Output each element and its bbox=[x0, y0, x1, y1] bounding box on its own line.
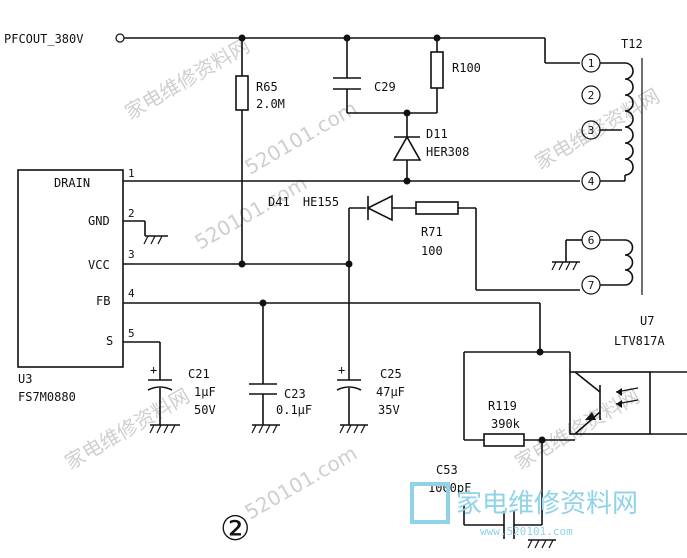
c21-polarity: + bbox=[150, 363, 157, 377]
ic-pin-num-2: 2 bbox=[128, 207, 135, 220]
r119-resistor: R119 390k bbox=[463, 352, 575, 447]
u7-body bbox=[569, 371, 651, 435]
c25-polarity: + bbox=[338, 363, 345, 377]
c21-voltage: 50V bbox=[194, 403, 216, 417]
r119-ref: R119 bbox=[488, 399, 517, 413]
watermark-text-2: 家电维修资料网 bbox=[531, 84, 664, 175]
watermark-text-4: 家电维修资料网 bbox=[511, 384, 644, 475]
ic-pin-name-drain: DRAIN bbox=[54, 176, 90, 190]
ic-pin-num-1: 1 bbox=[128, 167, 135, 180]
c23-ref: C23 bbox=[284, 387, 306, 401]
watermark-text-1: 家电维修资料网 bbox=[121, 34, 254, 125]
watermark-domain-3: 520101.com bbox=[241, 441, 362, 524]
ic-u3-body bbox=[17, 169, 124, 368]
t12-pin6-ground bbox=[551, 239, 582, 271]
net-label-pfcout: PFCOUT_380V bbox=[4, 32, 83, 46]
ic-pin-name-s: S bbox=[106, 334, 113, 348]
ic-ref: U3 bbox=[18, 372, 32, 386]
ic-pin-name-gnd: GND bbox=[88, 214, 110, 228]
c25-ref: C25 bbox=[380, 367, 402, 381]
r119-value: 390k bbox=[491, 417, 521, 431]
t12-pin-3-label: 3 bbox=[588, 124, 595, 137]
c23-value: 0.1μF bbox=[276, 403, 312, 417]
d11-ref: D11 bbox=[426, 127, 448, 141]
r65-resistor: R65 2.0M bbox=[235, 38, 285, 264]
c25-capacitor: + C25 47μF 35V bbox=[336, 208, 405, 434]
ic-gnd-connection bbox=[123, 220, 168, 245]
c29-capacitor: C29 bbox=[333, 38, 437, 114]
t12-pin-1-label: 1 bbox=[588, 57, 595, 70]
c23-capacitor: C23 0.1μF bbox=[249, 303, 312, 434]
r100-ref: R100 bbox=[452, 61, 481, 75]
d11-value: HER308 bbox=[426, 145, 469, 159]
terminal-pfcout bbox=[115, 33, 125, 43]
d41-value: HE155 bbox=[303, 195, 339, 209]
ic-pin-num-5: 5 bbox=[128, 327, 135, 340]
c21-ref: C21 bbox=[188, 367, 210, 381]
d41-diode: D41 HE155 bbox=[268, 194, 416, 222]
d11-diode: D11 HER308 bbox=[392, 109, 469, 185]
c25-value: 47μF bbox=[376, 385, 405, 399]
site-logo-text: 家电维修资料网 bbox=[456, 489, 638, 519]
watermark-domain-2: 520101.com bbox=[191, 171, 312, 254]
t12-pin-4-label: 4 bbox=[588, 175, 595, 188]
watermark-text-3: 家电维修资料网 bbox=[61, 384, 194, 475]
c25-voltage: 35V bbox=[378, 403, 400, 417]
t12-pin-2 bbox=[581, 85, 601, 105]
site-logo: 家电维修资料网 www.520101.com bbox=[410, 482, 638, 538]
figure-number: ② bbox=[220, 509, 250, 549]
d41-label: D41 HE155 bbox=[268, 195, 339, 209]
transformer-t12: T12 1 2 3 4 6 7 bbox=[581, 37, 643, 295]
fb-net bbox=[123, 299, 544, 356]
ic-pin-name-fb: FB bbox=[96, 294, 110, 308]
t12-ref: T12 bbox=[621, 37, 643, 51]
pfcout-rail: PFCOUT_380V bbox=[4, 32, 580, 64]
c21-value: 1μF bbox=[194, 385, 216, 399]
vcc-net bbox=[123, 260, 353, 268]
t12-pin-2-label: 2 bbox=[588, 89, 595, 102]
ic-u3: DRAIN GND VCC FB S 1 2 3 4 5 U3 FS7M0880 bbox=[17, 167, 135, 404]
watermark-layer: 家电维修资料网 520101.com 家电维修资料网 520101.com 家电… bbox=[61, 34, 664, 525]
ic-pin-num-4: 4 bbox=[128, 287, 135, 300]
site-logo-mark bbox=[410, 482, 450, 524]
r65-ref: R65 bbox=[256, 80, 278, 94]
r100-resistor: R100 bbox=[430, 38, 481, 113]
optocoupler-u7: U7 LTV817A bbox=[464, 314, 687, 435]
c29-ref: C29 bbox=[374, 80, 396, 94]
r71-value: 100 bbox=[421, 244, 443, 258]
t12-pin-7-label: 7 bbox=[588, 279, 595, 292]
c53-ref: C53 bbox=[436, 463, 458, 477]
u7-part: LTV817A bbox=[614, 334, 665, 348]
r65-value: 2.0M bbox=[256, 97, 285, 111]
r71-ref: R71 bbox=[421, 225, 443, 239]
d41-ref: D41 bbox=[268, 195, 290, 209]
ic-pin-num-3: 3 bbox=[128, 248, 135, 261]
ic-part: FS7M0880 bbox=[18, 390, 76, 404]
u7-ref: U7 bbox=[640, 314, 654, 328]
site-logo-domain: www.520101.com bbox=[480, 525, 573, 538]
r71-resistor: R71 100 bbox=[415, 201, 580, 291]
ic-pin-name-vcc: VCC bbox=[88, 258, 110, 272]
c21-capacitor: + C21 1μF 50V bbox=[123, 341, 216, 434]
t12-pin-6-label: 6 bbox=[588, 234, 595, 247]
